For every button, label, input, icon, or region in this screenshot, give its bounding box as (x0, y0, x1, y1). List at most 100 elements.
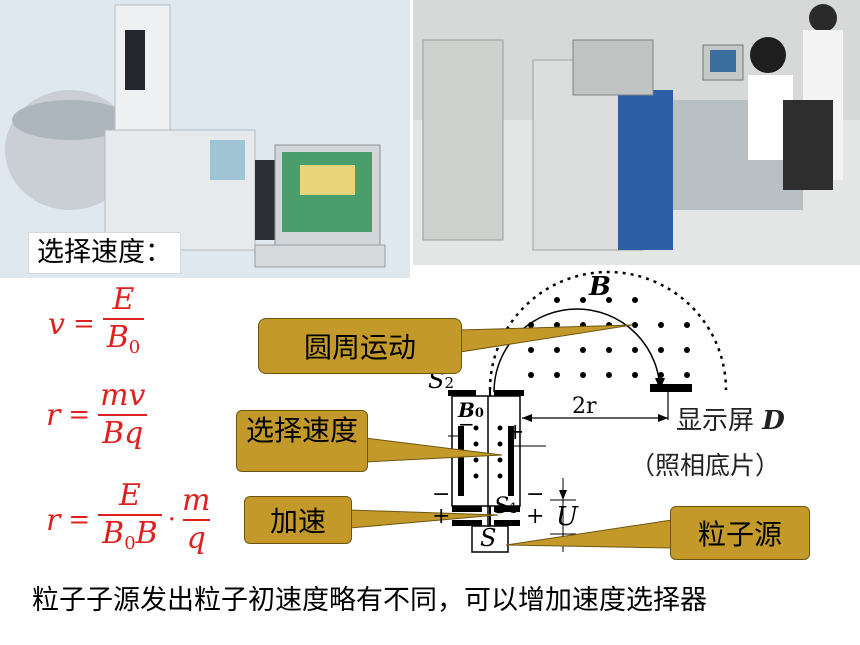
field-dot (632, 297, 638, 303)
formula-v-fraction: E B0 (102, 282, 145, 366)
label-film: （照相底片） (630, 451, 781, 480)
two-r-arrow-left (522, 414, 532, 422)
field-dot (580, 347, 586, 353)
formula-r-lhs: r (46, 397, 61, 433)
formula-v-numerator: E (112, 282, 135, 317)
formula-r2-den1: B0B (98, 514, 162, 562)
callout-select-velocity: 选择速度 (236, 410, 368, 472)
selector-field-dot (497, 457, 503, 463)
selector-field-dot (497, 441, 503, 447)
field-dot (528, 372, 534, 378)
callout-particle-source: 粒子源 (670, 506, 810, 560)
field-dot (606, 297, 612, 303)
two-r-arrow-right (658, 414, 668, 422)
label-s1: S1 (494, 494, 518, 519)
selector-field-dots (473, 425, 503, 479)
label-accel-plus-left: + (432, 504, 451, 529)
label-screen: 显示屏 D (676, 400, 785, 437)
selector-field-dot (473, 441, 479, 447)
formula-v-den-sub: 0 (128, 337, 141, 358)
field-dot (658, 372, 664, 378)
formula-r-equals: = (68, 400, 91, 430)
field-dot (606, 372, 612, 378)
formula-r2-den1-var: B (102, 516, 125, 551)
formula-r2-fraction-2: m q (182, 483, 210, 557)
formula-r2-den2: q (182, 519, 210, 557)
field-region-boundary (488, 270, 728, 391)
particle-trajectory (493, 308, 661, 393)
label-b0: B0 (458, 398, 484, 422)
callout-circular-text: 圆周运动 (303, 331, 416, 364)
formula-r-fraction: mv Bq (98, 378, 148, 452)
instrument-photo (0, 0, 410, 278)
formula-r2-num1: E (118, 478, 141, 513)
label-voltage-u: U (556, 502, 578, 532)
formula-radius: r = mv Bq (46, 378, 148, 452)
callout-accel-text: 加速 (269, 505, 326, 538)
formula-r-denominator: Bq (98, 414, 148, 452)
lab-illustration (413, 0, 860, 265)
formula-r-numerator: mv (100, 378, 146, 413)
accel-plate-left-top (452, 506, 482, 512)
magnetic-field-dots (528, 297, 690, 378)
label-s1-sub: 1 (509, 501, 518, 517)
formula-v-den-var: B (106, 320, 129, 355)
field-dot (528, 347, 534, 353)
formula-r2-den1-tail: B (135, 516, 158, 551)
label-source-s: S (480, 524, 497, 552)
accel-plate-right-bottom (494, 520, 520, 526)
formula-r2-den1-sub: 0 (124, 533, 136, 554)
formula-velocity: v = E B0 (48, 282, 145, 366)
field-dot (632, 372, 638, 378)
callout-select-text: 选择速度 (245, 414, 358, 447)
label-screen-letter: D (762, 406, 785, 436)
particle-source-box (471, 525, 509, 553)
label-selector-plus: + (506, 420, 525, 445)
slit-plate-right (494, 390, 524, 396)
field-dot (554, 322, 560, 328)
field-dot (580, 372, 586, 378)
field-dot (632, 322, 638, 328)
selector-plate-left (458, 426, 464, 496)
bottom-note: 粒子子源发出粒子初速度略有不同，可以增加速度选择器 (32, 585, 707, 616)
formula-r2-fraction-1: E B0B (98, 478, 162, 562)
selector-field-dot (473, 473, 479, 479)
formula-v-lhs: v (48, 306, 65, 342)
slit-plate-left (448, 390, 476, 396)
selector-field-dot (473, 425, 479, 431)
field-dot (606, 347, 612, 353)
field-dot (658, 347, 664, 353)
formula-v-equals: = (72, 309, 95, 339)
callout-source-text: 粒子源 (697, 518, 782, 551)
formula-r2-dot: · (167, 505, 176, 535)
selector-field-dot (497, 473, 503, 479)
field-dot (580, 297, 586, 303)
instrument-illustration (0, 0, 410, 278)
label-two-r: 2r (572, 394, 597, 419)
voltage-arrow-top (559, 490, 567, 500)
formula-r2-equals: = (68, 505, 91, 535)
label-b0-letter: B (458, 398, 475, 422)
callout-circular-pointer (459, 324, 633, 353)
formula-r2-lhs: r (46, 502, 61, 538)
lab-photo (413, 0, 860, 265)
selector-plate-right (508, 426, 514, 496)
label-s2-sub: 2 (444, 374, 454, 392)
field-dot (554, 297, 560, 303)
callout-acceleration: 加速 (244, 496, 352, 544)
label-screen-text: 显示屏 (676, 406, 755, 436)
heading-select-velocity: 选择速度： (28, 232, 181, 274)
formula-r2-num2: m (181, 483, 211, 518)
field-label-b: B (589, 272, 611, 302)
field-dot (684, 372, 690, 378)
accel-plate-left-bottom (452, 520, 482, 526)
label-accel-minus-right: − (526, 482, 545, 507)
label-accel-minus-left: − (432, 482, 451, 507)
field-dot (684, 322, 690, 328)
callout-circular-motion: 圆周运动 (258, 318, 462, 374)
label-accel-plus-right: + (526, 504, 545, 529)
accel-plate-right-top (494, 506, 520, 512)
label-selector-minus: − (458, 412, 475, 436)
field-dot (554, 372, 560, 378)
field-dot (632, 347, 638, 353)
